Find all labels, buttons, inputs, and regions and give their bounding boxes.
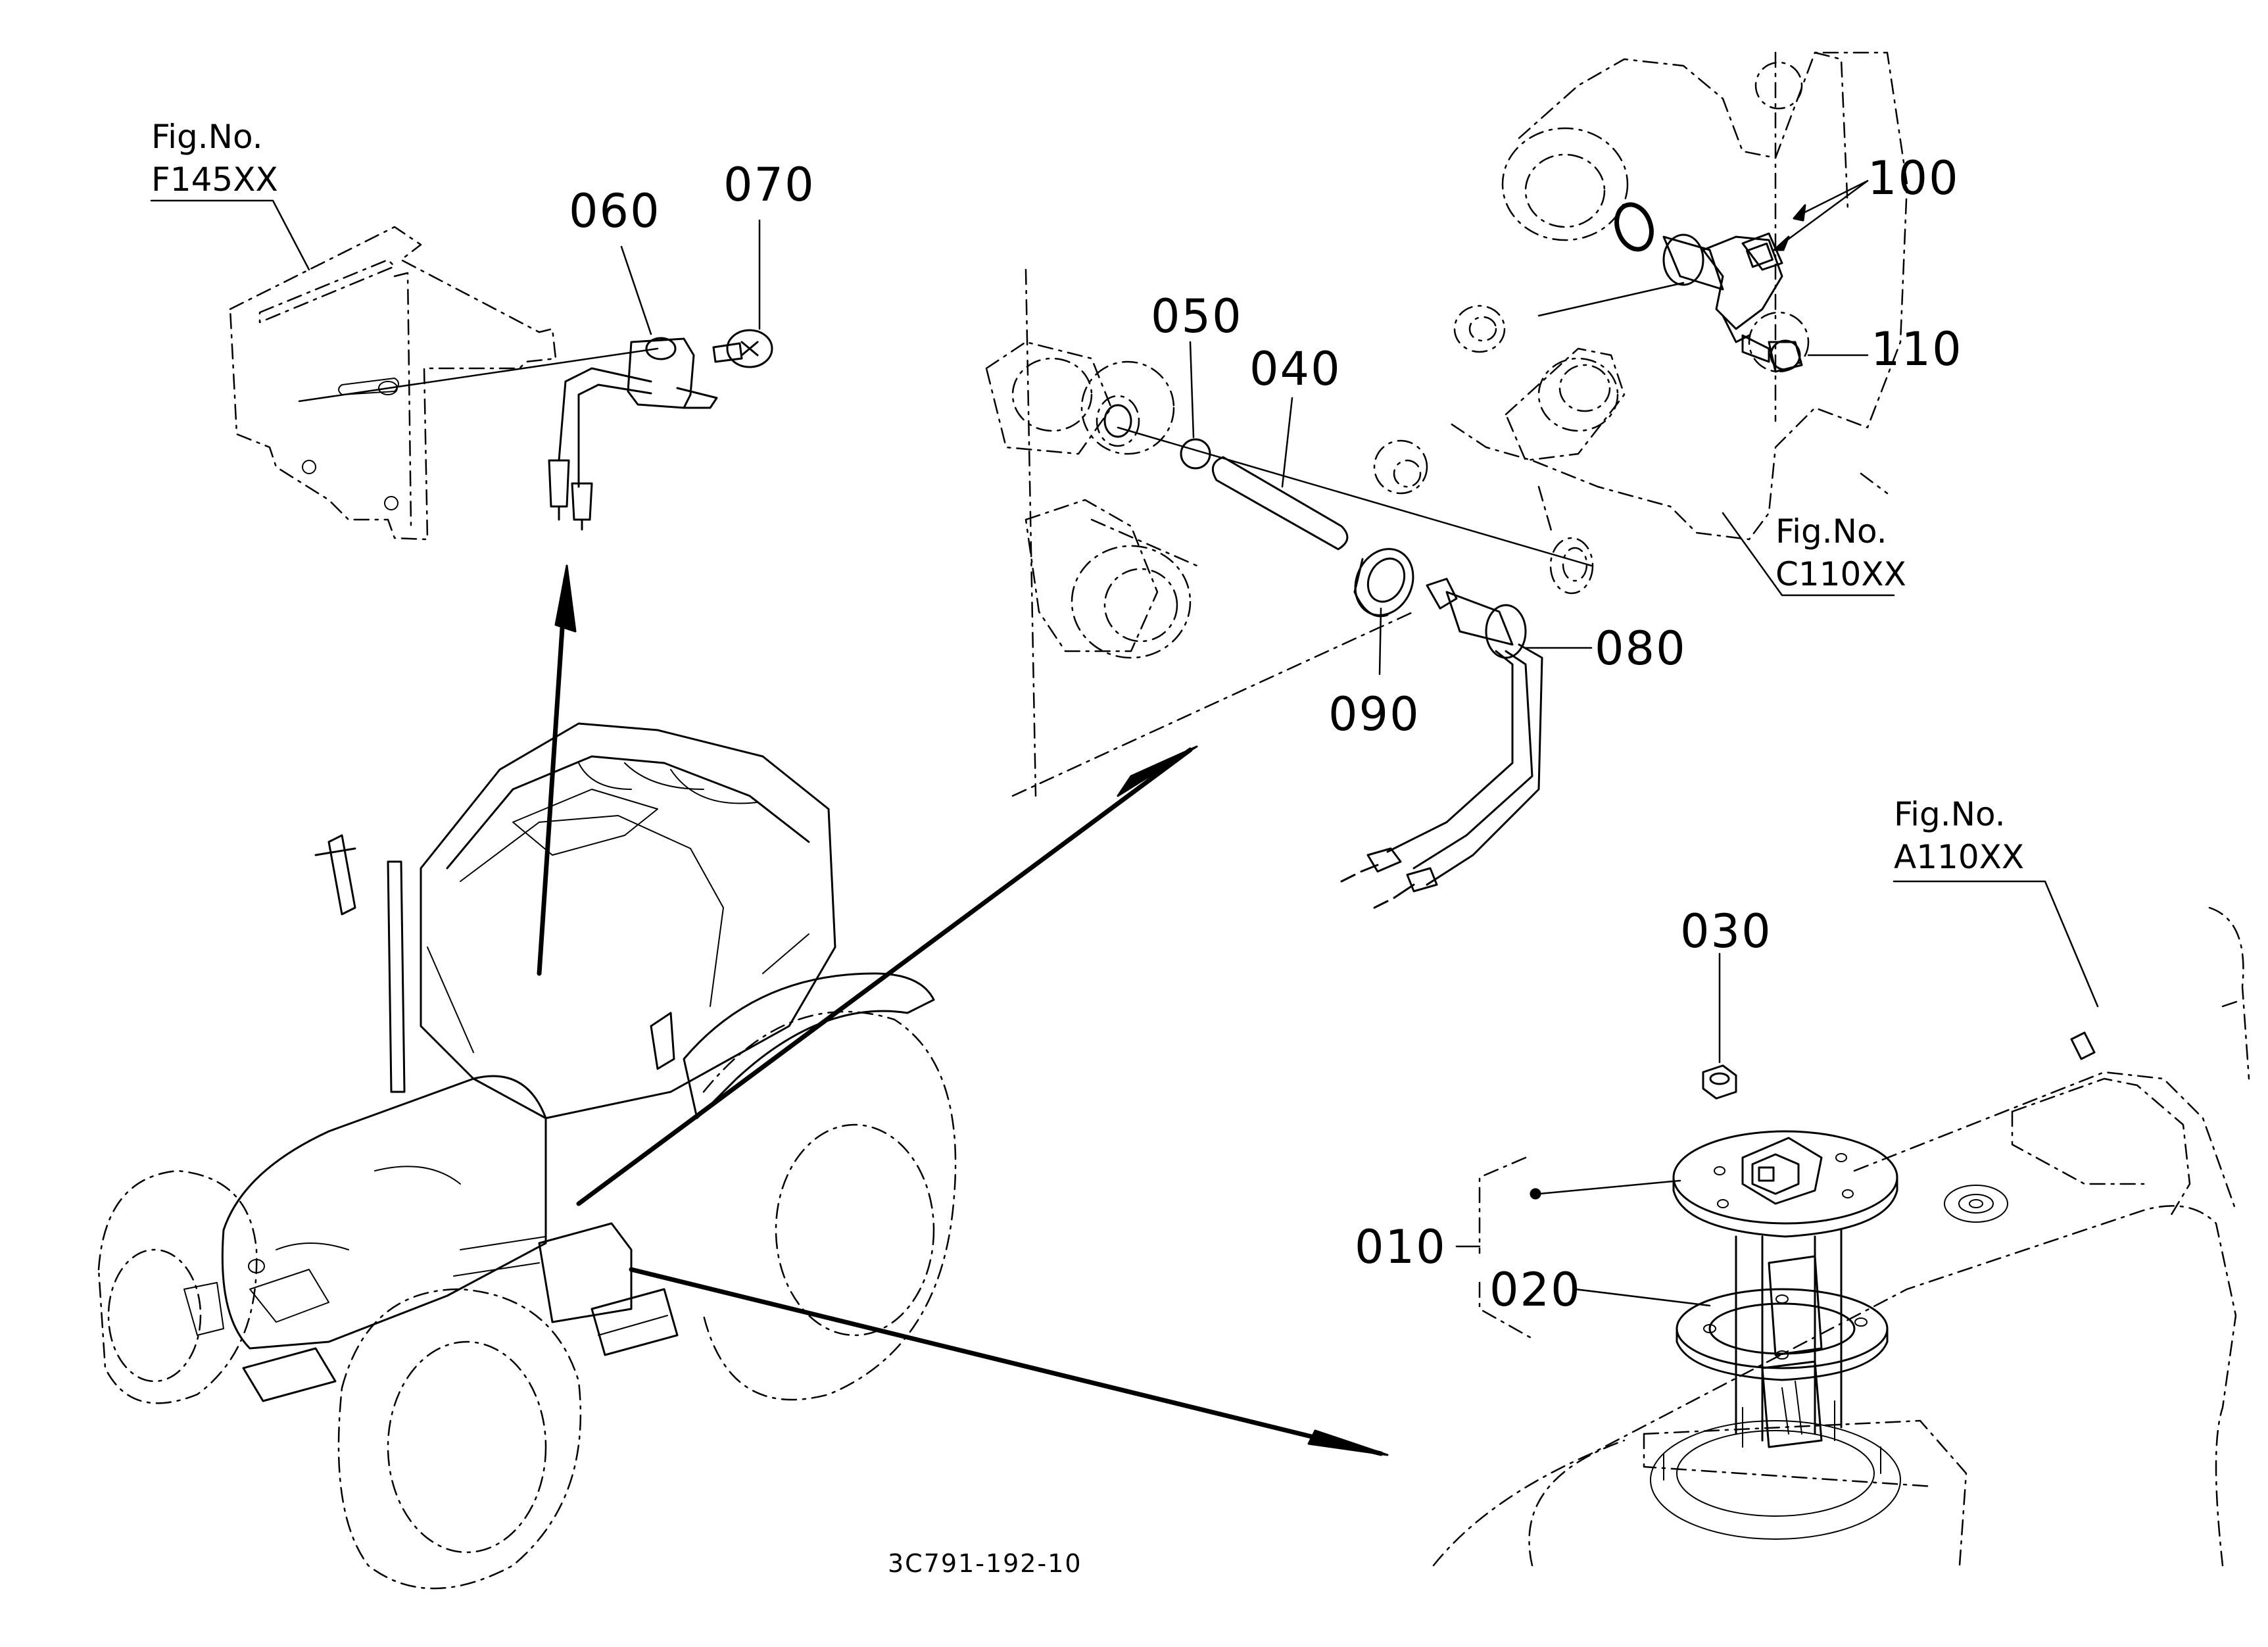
drawing-code: 3C791-192-10 (888, 1549, 1082, 1578)
ref-a110-line2: A110XX (1894, 838, 2024, 876)
pin-040 (1211, 456, 1349, 551)
arrow-to-c110 (576, 745, 1198, 1206)
sensor-080 (1340, 578, 1543, 909)
part-number-060: 060 (569, 184, 661, 238)
tractor-overview (97, 722, 957, 1590)
sensor-100 (1614, 202, 1783, 343)
seal-ring-090 (1353, 548, 1414, 618)
bolt-110 (1741, 334, 1803, 373)
nut-030 (1702, 952, 1737, 1100)
fuel-tank-a110 (1432, 906, 2250, 1567)
gasket-020 (1676, 1288, 1889, 1381)
part-number-020: 020 (1489, 1263, 1581, 1317)
bracket-assembly-f145 (150, 199, 773, 541)
ball-050 (1180, 438, 1211, 470)
part-number-040: 040 (1249, 342, 1341, 396)
ref-c110-line1: Fig.No. (1775, 512, 1887, 551)
transmission-housing-c110 (985, 51, 1908, 797)
part-number-030: 030 (1680, 904, 1772, 958)
fuel-sender-010 (1672, 1130, 1898, 1448)
switch-060 (548, 337, 718, 531)
part-number-050: 050 (1151, 289, 1243, 343)
part-number-080: 080 (1595, 622, 1687, 676)
ref-c110-line2: C110XX (1775, 555, 1906, 593)
ref-f145-line1: Fig.No. (151, 118, 263, 156)
ref-f145-line2: F145XX (151, 160, 278, 199)
part-number-010: 010 (1355, 1220, 1447, 1274)
part-number-090: 090 (1328, 687, 1420, 741)
screw-070 (712, 329, 773, 368)
arrow-to-a110 (629, 1267, 1389, 1456)
part-number-110: 110 (1871, 322, 1963, 376)
ref-a110-line1: Fig.No. (1894, 795, 2006, 833)
part-number-070: 070 (723, 158, 815, 212)
arrow-to-f145 (537, 564, 577, 976)
part-number-100: 100 (1868, 151, 1960, 205)
